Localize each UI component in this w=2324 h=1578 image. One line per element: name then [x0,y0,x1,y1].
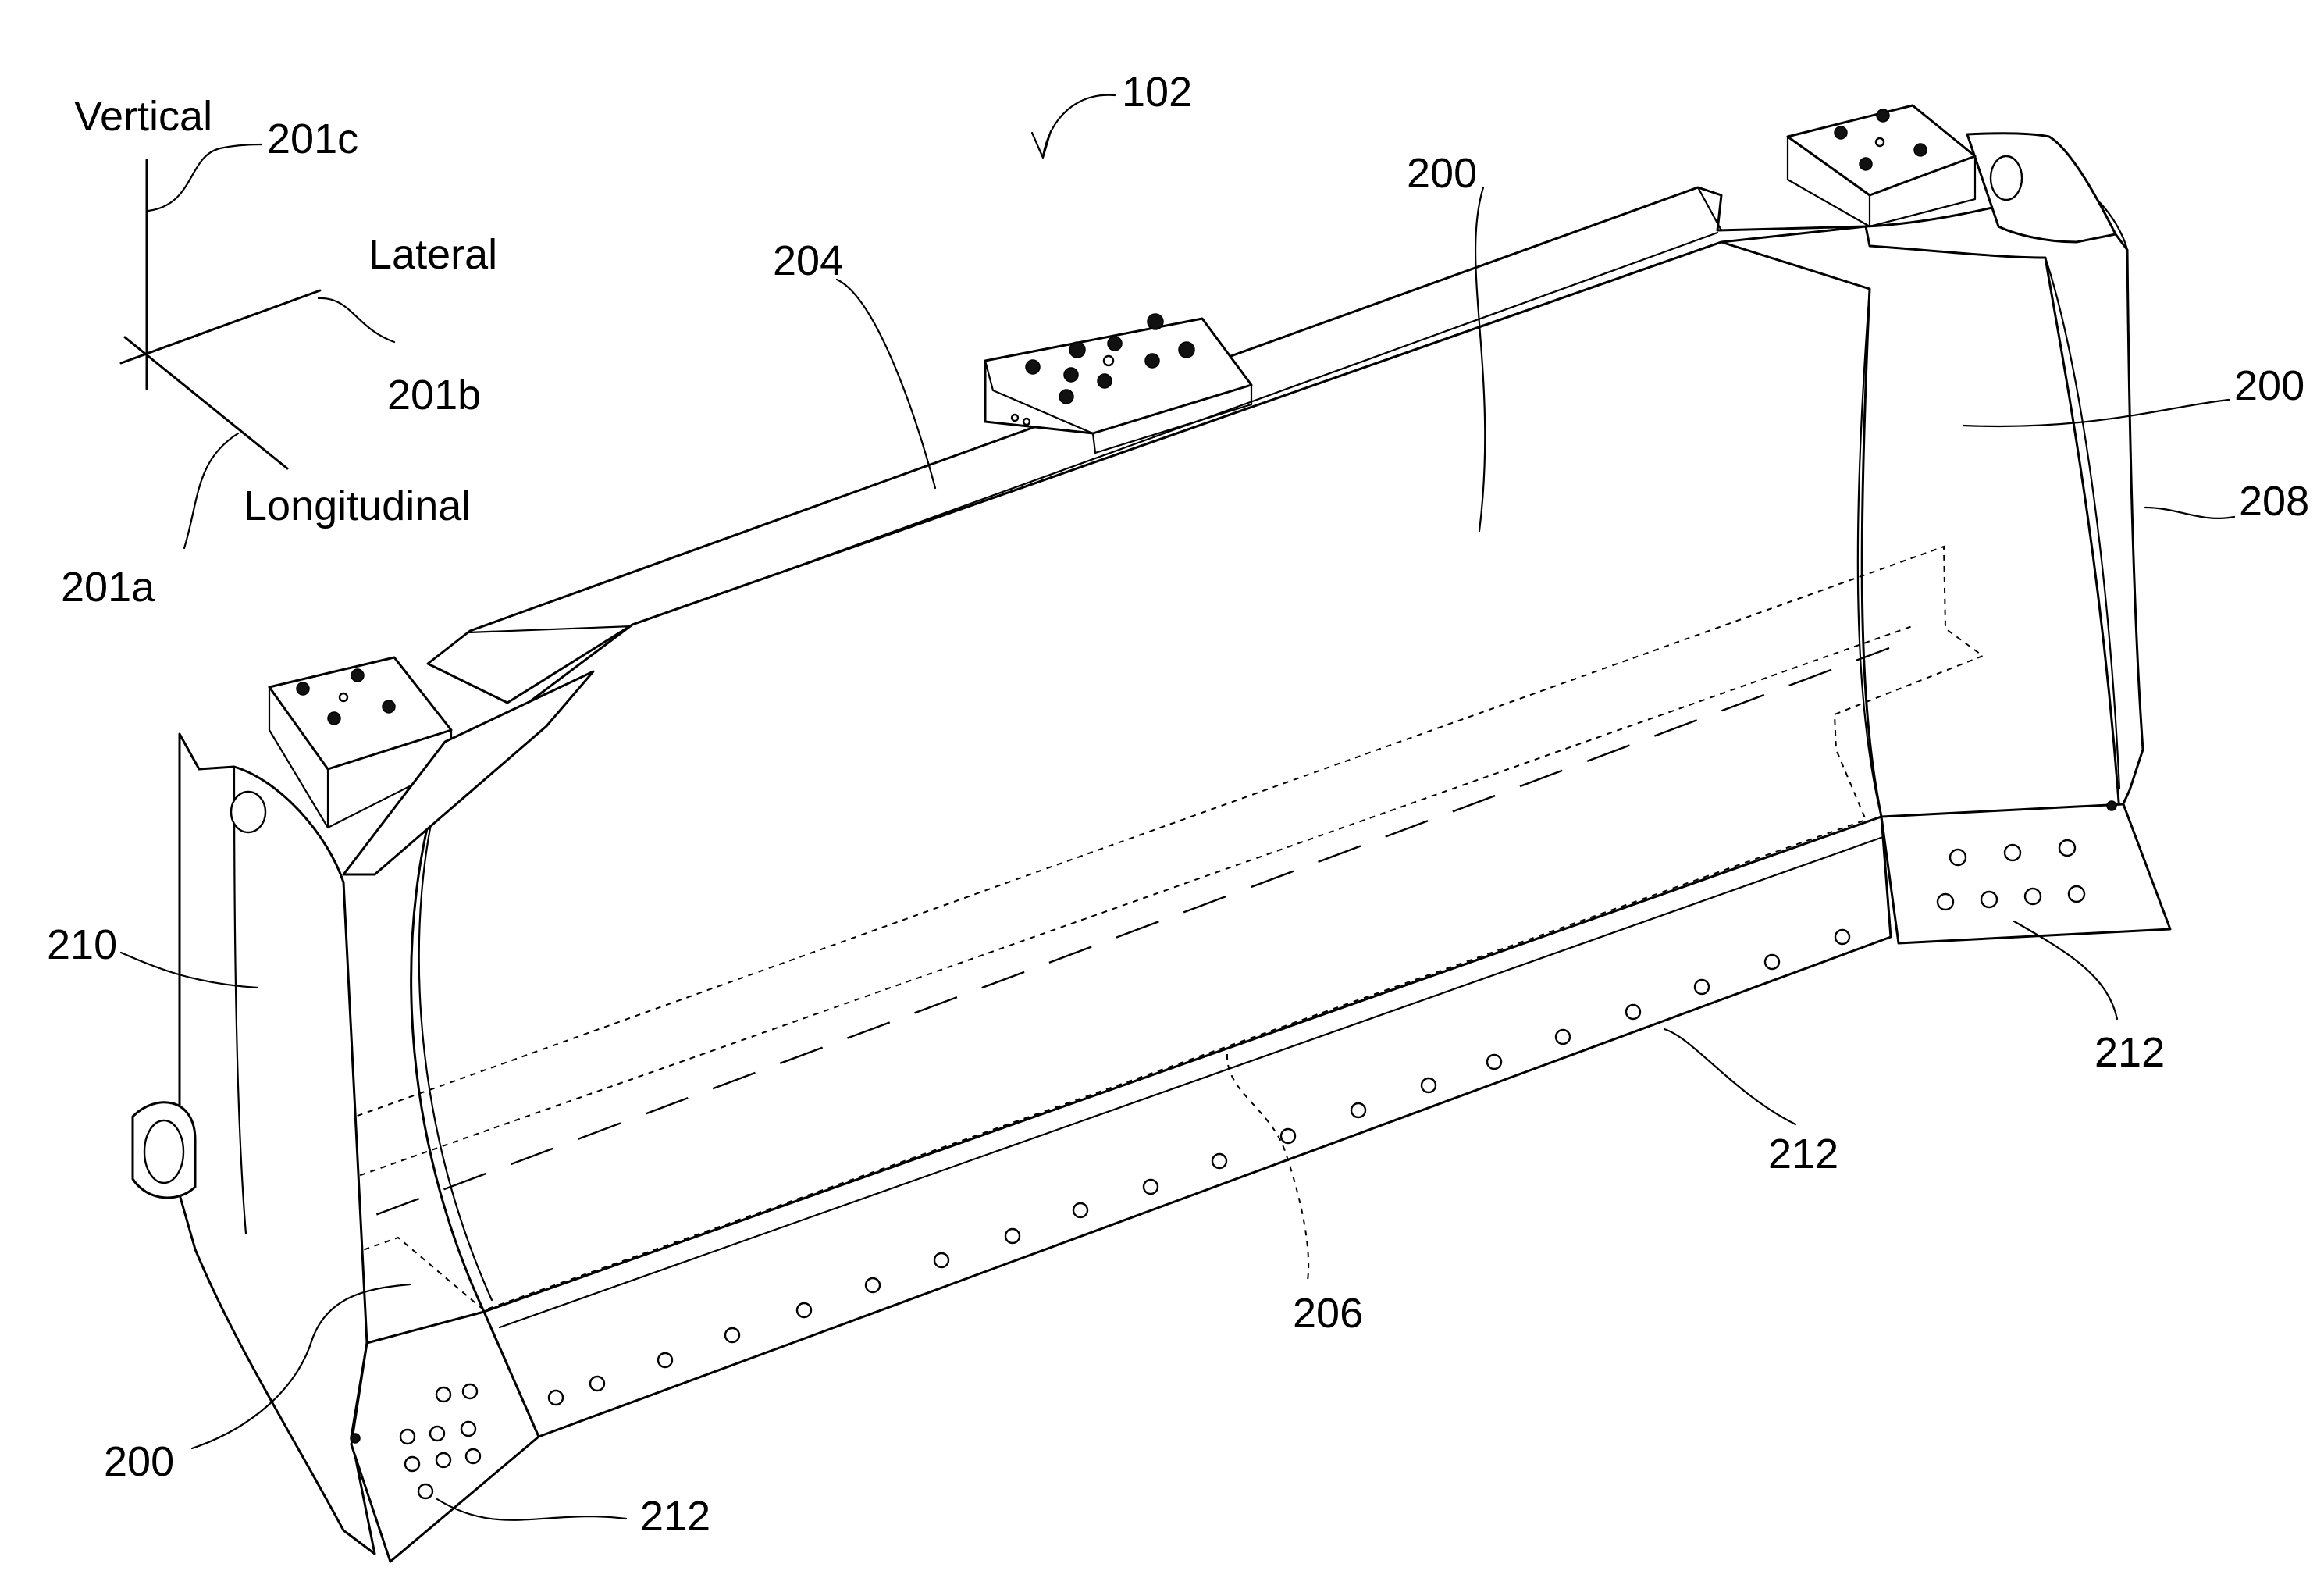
ref-200-right: 200 [2234,362,2304,409]
vertical-label: Vertical [74,93,212,140]
ref-201a: 201a [61,564,155,611]
ref-206: 206 [1293,1290,1363,1337]
ref-200-center: 200 [1407,150,1477,197]
ref-212-left: 212 [640,1493,710,1540]
ref-201c: 201c [267,116,358,162]
ref-204: 204 [773,237,843,284]
lateral-label: Lateral [368,231,497,278]
leader-102 [1043,95,1115,156]
ref-208: 208 [2239,478,2309,525]
longitudinal-label: Longitudinal [244,483,471,529]
axis-indicator: Vertical 201c Lateral 201b Longitudinal … [61,93,497,611]
ref-200-left: 200 [104,1438,174,1485]
ref-102: 102 [1122,69,1192,116]
right-end-assembly [1866,134,2170,943]
ref-212-center: 212 [1768,1131,1838,1177]
leader-212-left [437,1499,626,1520]
lateral-axis-line [121,290,320,363]
longitudinal-axis-line [125,337,287,468]
leader-204 [837,280,935,488]
ref-212-right: 212 [2094,1029,2165,1076]
left-end-plate [133,734,375,1554]
ref-201b: 201b [387,372,481,419]
leader-201c [148,144,262,211]
figure-reference: 102 [1032,69,1192,158]
right-top-bracket [1788,105,1975,226]
leader-201a [184,433,238,548]
arrow-102 [1032,131,1051,158]
blade-assembly [133,105,2170,1562]
leader-208 [2145,508,2234,518]
leader-201b [319,298,394,342]
leader-212-center [1664,1029,1795,1124]
ref-210: 210 [47,921,117,968]
